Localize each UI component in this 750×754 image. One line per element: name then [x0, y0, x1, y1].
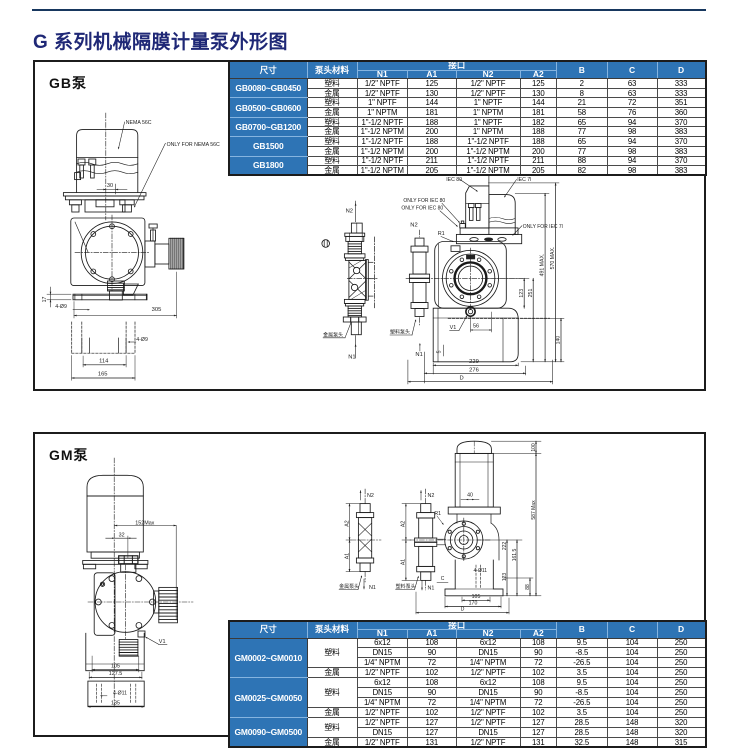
svg-text:4-Ø9: 4-Ø9 — [136, 337, 148, 343]
svg-text:40: 40 — [467, 493, 473, 499]
svg-text:5: 5 — [437, 350, 443, 353]
svg-text:金属泵头: 金属泵头 — [323, 331, 343, 338]
svg-text:IEC 80: IEC 80 — [446, 177, 462, 183]
svg-text:222: 222 — [502, 542, 508, 551]
svg-text:17: 17 — [42, 297, 48, 303]
svg-text:88: 88 — [525, 584, 531, 590]
svg-text:100: 100 — [531, 443, 537, 452]
svg-text:4-Ø11: 4-Ø11 — [113, 691, 127, 697]
svg-text:D: D — [460, 376, 464, 382]
svg-text:135: 135 — [111, 701, 120, 707]
svg-text:A2: A2 — [401, 521, 407, 527]
svg-text:A1: A1 — [344, 553, 350, 559]
svg-text:ONLY FOR IEC 80: ONLY FOR IEC 80 — [403, 198, 445, 204]
svg-text:N2: N2 — [410, 223, 417, 229]
svg-text:N1: N1 — [428, 586, 435, 592]
svg-text:229: 229 — [469, 359, 479, 365]
svg-text:570 MAX.: 570 MAX. — [550, 247, 556, 270]
svg-text:C: C — [441, 576, 445, 582]
svg-text:N1: N1 — [415, 352, 422, 358]
svg-text:114: 114 — [99, 358, 109, 364]
svg-text:123: 123 — [519, 289, 525, 298]
svg-text:491 MAX.: 491 MAX. — [540, 254, 546, 277]
svg-text:251: 251 — [528, 289, 534, 298]
svg-text:IEC 7l: IEC 7l — [517, 177, 531, 183]
svg-text:N2: N2 — [367, 493, 374, 499]
svg-text:N1: N1 — [348, 354, 355, 360]
svg-text:105: 105 — [111, 664, 120, 670]
svg-text:105: 105 — [472, 594, 481, 600]
svg-text:N1: N1 — [369, 585, 376, 591]
svg-text:56: 56 — [473, 324, 479, 330]
svg-text:D: D — [461, 607, 465, 613]
svg-text:NEMA 56C: NEMA 56C — [126, 120, 152, 126]
svg-text:4-Ø11: 4-Ø11 — [474, 568, 488, 574]
svg-text:金属泵头: 金属泵头 — [339, 583, 359, 590]
svg-text:30: 30 — [107, 183, 113, 189]
svg-text:A2: A2 — [344, 520, 350, 526]
svg-text:276: 276 — [469, 367, 479, 373]
svg-text:A1: A1 — [401, 559, 407, 565]
svg-text:161.5: 161.5 — [512, 549, 518, 562]
svg-text:32: 32 — [119, 533, 125, 539]
svg-text:170: 170 — [469, 600, 478, 606]
svg-text:140: 140 — [556, 336, 562, 345]
svg-text:165: 165 — [98, 372, 108, 378]
svg-text:ONLY FOR IEC 80: ONLY FOR IEC 80 — [401, 205, 443, 211]
svg-text:4-Ø9: 4-Ø9 — [55, 304, 67, 310]
svg-text:ONLY FOR IEC 7l: ONLY FOR IEC 7l — [523, 224, 563, 230]
svg-text:塑料泵头: 塑料泵头 — [390, 329, 410, 336]
svg-text:N2: N2 — [428, 493, 435, 499]
svg-text:塑料泵头: 塑料泵头 — [396, 583, 416, 590]
svg-text:ONLY FOR NEMA 56C: ONLY FOR NEMA 56C — [167, 142, 220, 148]
svg-text:152Max: 152Max — [135, 520, 154, 526]
svg-text:123: 123 — [502, 573, 508, 582]
svg-text:R1: R1 — [438, 231, 445, 237]
svg-text:305: 305 — [152, 307, 162, 313]
svg-text:R1: R1 — [434, 511, 441, 517]
svg-text:V1: V1 — [450, 325, 457, 331]
svg-text:127.5: 127.5 — [109, 671, 123, 677]
svg-text:587 Max: 587 Max — [531, 500, 537, 520]
svg-text:N2: N2 — [346, 208, 353, 214]
svg-text:V1: V1 — [159, 639, 166, 645]
